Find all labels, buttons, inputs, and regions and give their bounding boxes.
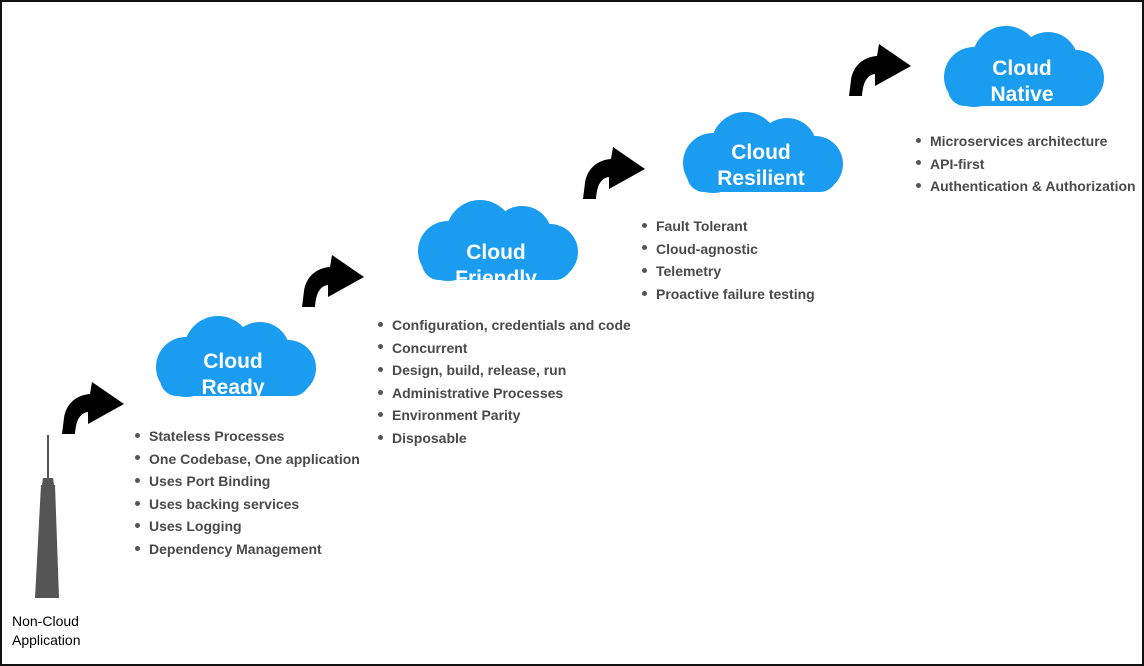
list-item: Uses Logging (135, 515, 360, 538)
list-item: Stateless Processes (135, 425, 360, 448)
list-item: Disposable (378, 427, 631, 450)
arrow-icon-4 (849, 44, 911, 96)
list-item: Authentication & Authorization (916, 175, 1136, 198)
tower-icon (35, 435, 59, 598)
origin-label: Non-Cloud Application (12, 612, 81, 650)
list-item: Fault Tolerant (642, 215, 815, 238)
list-item: Uses Port Binding (135, 470, 360, 493)
list-item: Proactive failure testing (642, 283, 815, 306)
stage-title-line1: Cloud (466, 241, 526, 264)
list-item: Microservices architecture (916, 130, 1136, 153)
list-item: Concurrent (378, 337, 631, 360)
feature-list-ready: Stateless Processes One Codebase, One ap… (135, 425, 360, 561)
origin-label-line1: Non-Cloud (12, 613, 79, 629)
stage-title-resilient: Cloud Resilient (675, 140, 847, 192)
stage-title-line1: Cloud (203, 350, 263, 373)
arrow-icon-2 (302, 255, 364, 307)
feature-list-friendly: Configuration, credentials and code Conc… (378, 314, 631, 450)
stage-title-ready: Cloud Ready (148, 349, 318, 401)
stage-title-line1: Cloud (992, 57, 1052, 80)
list-item: Environment Parity (378, 404, 631, 427)
list-item: Telemetry (642, 260, 815, 283)
list-item: Configuration, credentials and code (378, 314, 631, 337)
feature-list-resilient: Fault Tolerant Cloud-agnostic Telemetry … (642, 215, 815, 305)
stage-title-line2: Resilient (717, 167, 805, 190)
arrow-icon-1 (62, 382, 124, 434)
feature-list-native: Microservices architecture API-first Aut… (916, 130, 1136, 198)
stage-title-line2: Native (990, 83, 1054, 106)
list-item: Uses backing services (135, 493, 360, 516)
list-item: API-first (916, 153, 1136, 176)
stage-title-line1: Cloud (731, 141, 791, 164)
stage-title-friendly: Cloud Friendly (410, 240, 582, 292)
list-item: One Codebase, One application (135, 448, 360, 471)
stage-title-line2: Ready (201, 376, 265, 399)
stage-title-line2: Friendly (455, 267, 537, 290)
origin-label-line2: Application (12, 632, 81, 648)
list-item: Design, build, release, run (378, 359, 631, 382)
list-item: Administrative Processes (378, 382, 631, 405)
list-item: Dependency Management (135, 538, 360, 561)
list-item: Cloud-agnostic (642, 238, 815, 261)
stage-title-native: Cloud Native (936, 56, 1108, 108)
arrow-icon-3 (583, 147, 645, 199)
